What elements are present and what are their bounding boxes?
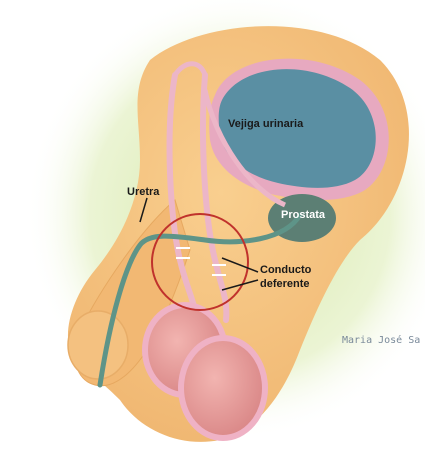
vas-deferens-label-line2: deferente xyxy=(260,278,310,290)
testis-right xyxy=(181,338,265,438)
bladder-label: Vejiga urinaria xyxy=(228,118,304,130)
urethra-label: Uretra xyxy=(127,186,160,198)
prostate-label: Prostata xyxy=(281,209,326,221)
glans xyxy=(68,311,128,379)
vas-deferens-label-line1: Conducto xyxy=(260,264,312,276)
author-credit: Maria José Sa xyxy=(342,334,420,346)
